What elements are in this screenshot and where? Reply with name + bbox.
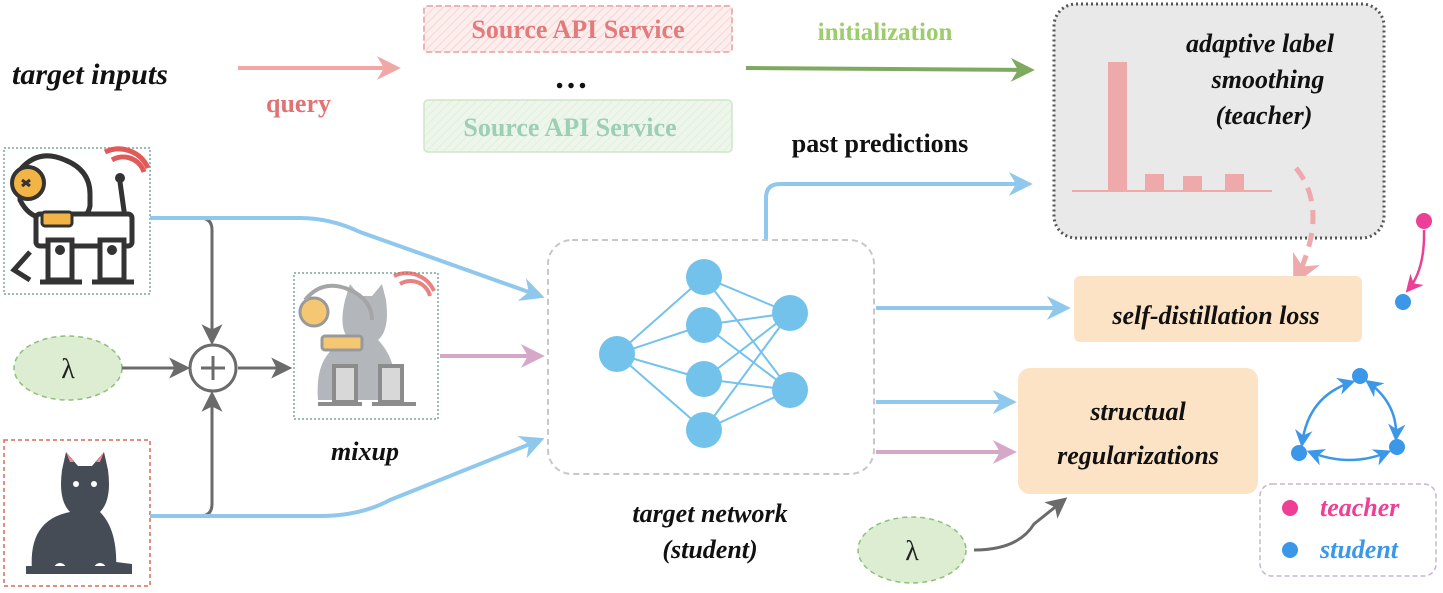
adaptive-label-line2: smoothing (1211, 65, 1325, 94)
past-predictions-label: past predictions (792, 129, 969, 158)
cat-to-plus-arrow (150, 390, 223, 518)
adaptive-label-line3: (teacher) (1216, 101, 1313, 130)
label-distribution-bar-icon (1072, 62, 1272, 192)
structural-regularizations-box: structual regularizations (1018, 368, 1258, 494)
cat-to-network-arrow (150, 435, 545, 518)
source-api-service-box-1: Source API Service (423, 5, 733, 53)
query-label: query (266, 89, 331, 118)
initialization-arrow (745, 57, 1035, 82)
source-api-service-box-2: Source API Service (423, 99, 733, 153)
cat-icon (26, 452, 132, 575)
legend-teacher-label: teacher (1320, 493, 1400, 522)
triangle-graph-icon (1291, 368, 1406, 466)
legend-teacher-marker (1282, 500, 1298, 516)
lambda-to-regularization-arrow (973, 497, 1068, 552)
target-inputs-label: target inputs (12, 58, 168, 91)
self-distillation-loss-label: self-distillation loss (1111, 301, 1319, 330)
target-network-label-line1: target network (632, 499, 787, 528)
target-network-label-line2: (student) (662, 535, 757, 564)
adaptive-label-smoothing-box: adaptive label smoothing (teacher) (1052, 2, 1386, 240)
structural-regularizations-line1: structual (1089, 397, 1186, 426)
dog-to-network-arrow (150, 216, 545, 301)
mixup-label: mixup (331, 437, 399, 466)
source-api-service-label-1: Source API Service (471, 15, 684, 44)
dog-to-plus-arrow (150, 216, 223, 346)
structural-regularizations-line2: regularizations (1057, 441, 1219, 470)
robot-dog-icon (10, 146, 151, 285)
legend-student-marker (1282, 542, 1298, 558)
teacher-student-edge-icon (1395, 213, 1432, 310)
self-distillation-loss-box: self-distillation loss (1074, 276, 1362, 342)
lambda-node-2: λ (857, 516, 967, 584)
teacher-to-loss-dashed-arrow (1292, 166, 1320, 286)
lambda-node-1: λ (13, 335, 123, 401)
mixup-image-icon (298, 271, 436, 406)
lambda-label-2: λ (905, 536, 919, 567)
adaptive-label-line1: adaptive label (1186, 29, 1335, 58)
legend: teacher student (1259, 483, 1437, 577)
source-api-service-label-2: Source API Service (463, 113, 676, 142)
cat-image (3, 439, 151, 587)
target-network-box (547, 239, 875, 475)
ellipsis-label: … (554, 59, 588, 96)
past-predictions-arrow (764, 172, 1033, 240)
mixup-image (293, 271, 439, 420)
initialization-label: initialization (818, 19, 953, 46)
plus-circle-icon (188, 343, 238, 393)
neural-network-icon (599, 259, 808, 448)
legend-student-label: student (1319, 535, 1399, 564)
lambda-label-1: λ (61, 354, 75, 385)
robot-dog-image (3, 146, 151, 295)
